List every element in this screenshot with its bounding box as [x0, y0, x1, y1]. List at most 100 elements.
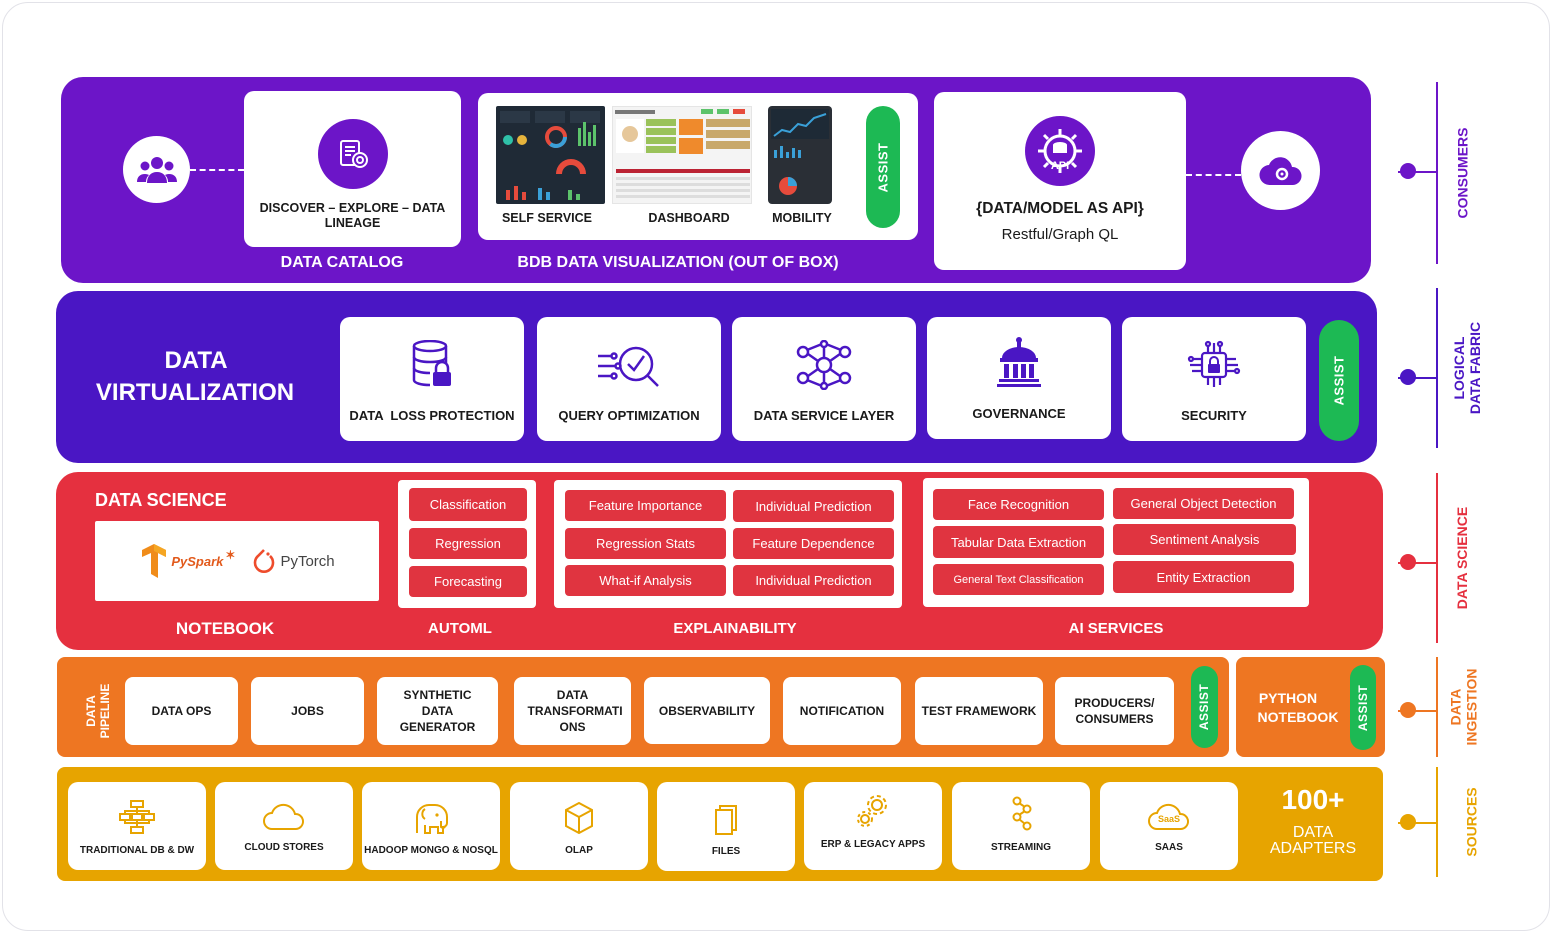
dv-card-data-service-layer[interactable]: DATA SERVICE LAYER	[732, 317, 916, 441]
fabric-assist-button[interactable]: ASSIST	[1319, 320, 1359, 441]
automl-regression[interactable]: Regression	[409, 528, 527, 559]
self-service-label: SELF SERVICE	[501, 211, 593, 225]
ai-general-text-classification[interactable]: General Text Classification	[933, 564, 1104, 595]
science-title: DATA SCIENCE	[95, 490, 227, 510]
pipe-card-test-framework[interactable]: TEST FRAMEWORK	[915, 677, 1043, 745]
data-model-api-card[interactable]: API {DATA/MODEL AS API} Restful/Graph QL	[934, 92, 1186, 270]
python-assist-button[interactable]: ASSIST	[1350, 665, 1376, 750]
explain-individual-prediction[interactable]: Individual Prediction	[733, 490, 894, 522]
automl-forecasting[interactable]: Forecasting	[409, 566, 527, 597]
src-cloud-stores[interactable]: CLOUD STORES	[215, 782, 353, 870]
explainability-caption: EXPLAINABILITY	[673, 620, 797, 637]
consumers-side-label: CONSUMERS	[1454, 127, 1471, 219]
mobility-thumbnail[interactable]	[768, 106, 832, 204]
spark-star-icon: ✶	[225, 548, 236, 562]
pipe-card-observability[interactable]: OBSERVABILITY	[644, 677, 770, 744]
explain-feature-dependence[interactable]: Feature Dependence	[733, 528, 894, 559]
pipe-card-jobs[interactable]: JOBS	[251, 677, 364, 745]
fabric-title-line1: DATA	[164, 347, 228, 374]
tensorflow-icon	[142, 544, 167, 578]
ingestion-bracket	[1436, 657, 1438, 757]
dv-card-label: SECURITY	[1181, 408, 1247, 423]
dv-card-security[interactable]: SECURITY	[1122, 317, 1306, 441]
ai-tabular-data-extraction[interactable]: Tabular Data Extraction	[933, 526, 1104, 558]
science-side-label: DATA SCIENCE	[1454, 506, 1471, 610]
pipe-card-data-ops[interactable]: DATA OPS	[125, 677, 238, 745]
explain-what-if-analysis[interactable]: What-if Analysis	[565, 565, 726, 596]
adapters-line1: DATA	[1292, 824, 1334, 841]
sources-dot	[1400, 814, 1416, 830]
ai-entity-extraction[interactable]: Entity Extraction	[1113, 561, 1294, 593]
ai-face-recognition[interactable]: Face Recognition	[933, 489, 1104, 520]
ingestion-assist-button[interactable]: ASSIST	[1191, 666, 1218, 748]
query-icon	[598, 346, 659, 387]
users-icon	[123, 136, 190, 203]
api-gear-icon: API	[1025, 116, 1095, 186]
api-icon-text: API	[1050, 160, 1070, 172]
dv-card-data-loss-protection[interactable]: DATA LOSS PROTECTION	[340, 317, 524, 441]
notebook-logos-card: PySpark ✶ PyTorch	[95, 521, 379, 601]
src-streaming[interactable]: STREAMING	[952, 782, 1090, 870]
explain-individual-prediction-2[interactable]: Individual Prediction	[733, 565, 894, 596]
ai-general-object-detection[interactable]: General Object Detection	[1113, 488, 1294, 519]
dv-card-query-optimization[interactable]: QUERY OPTIMIZATION	[537, 317, 721, 441]
dv-card-governance[interactable]: GOVERNANCE	[927, 317, 1111, 439]
src-files[interactable]: FILES	[657, 782, 795, 871]
dashboard-thumbnail[interactable]	[612, 106, 752, 204]
security-chip-icon	[1187, 340, 1241, 387]
ingestion-dot	[1400, 702, 1416, 718]
consumers-assist-button[interactable]: ASSIST	[866, 106, 900, 228]
src-saas[interactable]: SaaS SAAS	[1100, 782, 1238, 870]
cloud-icon	[263, 803, 304, 830]
fabric-connector	[1398, 377, 1436, 379]
pipe-card-producers-consumers[interactable]: PRODUCERS/ CONSUMERS	[1055, 677, 1174, 745]
etl-icon	[119, 800, 155, 834]
explain-feature-importance[interactable]: Feature Importance	[565, 490, 726, 521]
adapters-line2: ADAPTERS	[1269, 840, 1357, 857]
saas-cloud-icon: SaaS	[1146, 802, 1192, 832]
src-olap[interactable]: OLAP	[510, 782, 648, 870]
sources-bracket	[1436, 767, 1438, 877]
pipe-card-notification[interactable]: NOTIFICATION	[783, 677, 901, 745]
pytorch-icon	[254, 549, 275, 573]
notebook-caption: NOTEBOOK	[175, 619, 275, 638]
src-hadoop-mongo-nosql[interactable]: HADOOP MONGO & NOSQL	[362, 782, 500, 870]
catalog-card-text: DISCOVER – EXPLORE – DATA LINEAGE	[259, 201, 446, 230]
pipe-card-synthetic-data-generator[interactable]: SYNTHETIC DATA GENERATOR	[377, 677, 498, 745]
file-icon	[715, 805, 737, 835]
explain-regression-stats[interactable]: Regression Stats	[565, 528, 726, 559]
python-notebook-line1: PYTHON	[1258, 690, 1318, 706]
automl-classification[interactable]: Classification	[409, 488, 527, 521]
sources-side-label: SOURCES	[1464, 787, 1481, 857]
self-service-thumbnail[interactable]	[496, 106, 605, 204]
python-notebook-line2: NOTEBOOK	[1257, 709, 1339, 725]
governance-icon	[997, 337, 1041, 387]
data-catalog-card[interactable]: DISCOVER – EXPLORE – DATA LINEAGE	[244, 91, 461, 247]
data-catalog-caption: DATA CATALOG	[280, 254, 404, 271]
elephant-icon	[416, 804, 448, 834]
src-erp-legacy-apps[interactable]: ERP & LEGACY APPS	[804, 782, 942, 870]
automl-caption: AUTOML	[428, 620, 492, 637]
sources-connector	[1398, 822, 1436, 824]
network-icon	[796, 340, 852, 390]
consumers-connector	[1398, 171, 1436, 173]
pytorch-logo: PyTorch	[280, 552, 335, 570]
adapters-count: 100+	[1281, 784, 1345, 815]
connector-line	[1186, 174, 1241, 176]
ingestion-connector	[1398, 710, 1436, 712]
ai-sentiment-analysis[interactable]: Sentiment Analysis	[1113, 524, 1296, 555]
fabric-dot	[1400, 369, 1416, 385]
dv-card-label: QUERY OPTIMIZATION	[558, 408, 700, 423]
science-dot	[1400, 554, 1416, 570]
pipe-card-data-transformations[interactable]: DATA TRANSFORMATI ONS	[514, 677, 631, 745]
api-title: {DATA/MODEL AS API}	[976, 200, 1144, 217]
consumers-bracket	[1436, 82, 1438, 264]
viz-caption: BDB DATA VISUALIZATION (OUT OF BOX)	[517, 254, 839, 271]
cube-icon	[565, 801, 593, 835]
fabric-bracket	[1436, 288, 1438, 448]
src-traditional-db[interactable]: TRADITIONAL DB & DW	[68, 782, 206, 870]
database-lock-icon	[412, 340, 451, 387]
